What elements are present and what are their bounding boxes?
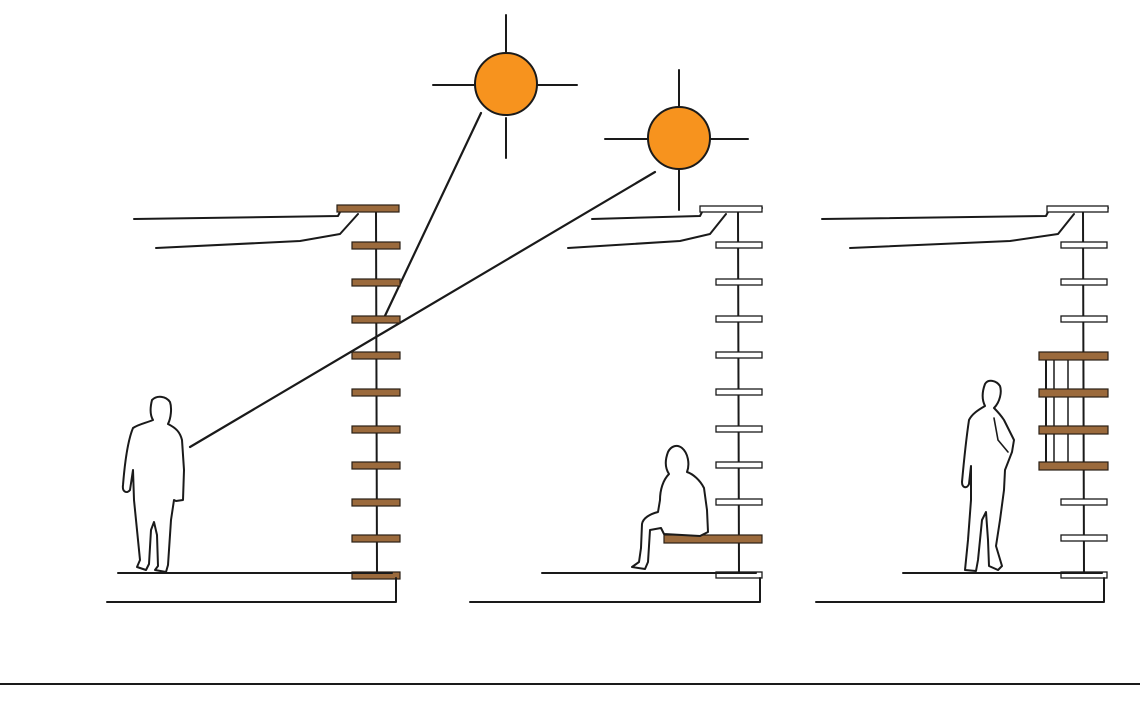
floor-slab xyxy=(106,572,397,603)
slat xyxy=(1060,315,1108,323)
sun-low-icon xyxy=(604,69,749,211)
panel-3 xyxy=(815,205,1109,603)
slat xyxy=(1060,241,1108,249)
sun-disc xyxy=(474,52,538,116)
shelf-slat xyxy=(1038,461,1109,471)
slat xyxy=(715,461,763,469)
sun-ray-low xyxy=(188,170,657,449)
slat xyxy=(351,278,401,287)
floor-slab xyxy=(469,572,761,603)
slat xyxy=(1060,534,1108,542)
slat xyxy=(1060,278,1108,286)
slat xyxy=(1046,205,1109,213)
shelf-slat xyxy=(1038,425,1109,435)
slat xyxy=(715,278,763,286)
shelf-unit xyxy=(1038,351,1109,471)
shelf-slat xyxy=(1038,388,1109,398)
sun-ray-high xyxy=(381,111,483,322)
ceiling-soffit xyxy=(155,213,359,249)
panel-1 xyxy=(106,204,401,603)
slat xyxy=(351,241,401,250)
slat xyxy=(351,534,401,543)
slat xyxy=(715,241,763,249)
sun-high-icon xyxy=(432,14,578,159)
slat xyxy=(351,461,401,470)
standing-person-icon xyxy=(121,395,185,573)
slat xyxy=(715,315,763,323)
shelf-slat xyxy=(1038,351,1109,361)
slat xyxy=(351,351,401,360)
standing-person-icon xyxy=(961,379,1015,572)
ceiling-soffit xyxy=(567,213,727,249)
slat-group xyxy=(699,205,763,579)
seated-person-icon xyxy=(631,444,709,570)
floor-slab xyxy=(815,572,1105,603)
slat xyxy=(351,425,401,434)
slat xyxy=(715,498,763,506)
bench-slat xyxy=(663,534,763,544)
ceiling-soffit xyxy=(849,213,1075,249)
slat xyxy=(699,205,763,213)
slat xyxy=(715,388,763,396)
slat xyxy=(351,498,401,507)
slat xyxy=(351,388,401,397)
slat xyxy=(715,351,763,359)
slat xyxy=(1060,498,1108,506)
slat xyxy=(715,425,763,433)
sun-disc xyxy=(647,106,711,170)
panel-2 xyxy=(469,205,763,603)
slat-group xyxy=(336,204,401,580)
slat xyxy=(336,204,400,213)
slat-group xyxy=(1046,205,1109,579)
slat xyxy=(351,315,401,324)
